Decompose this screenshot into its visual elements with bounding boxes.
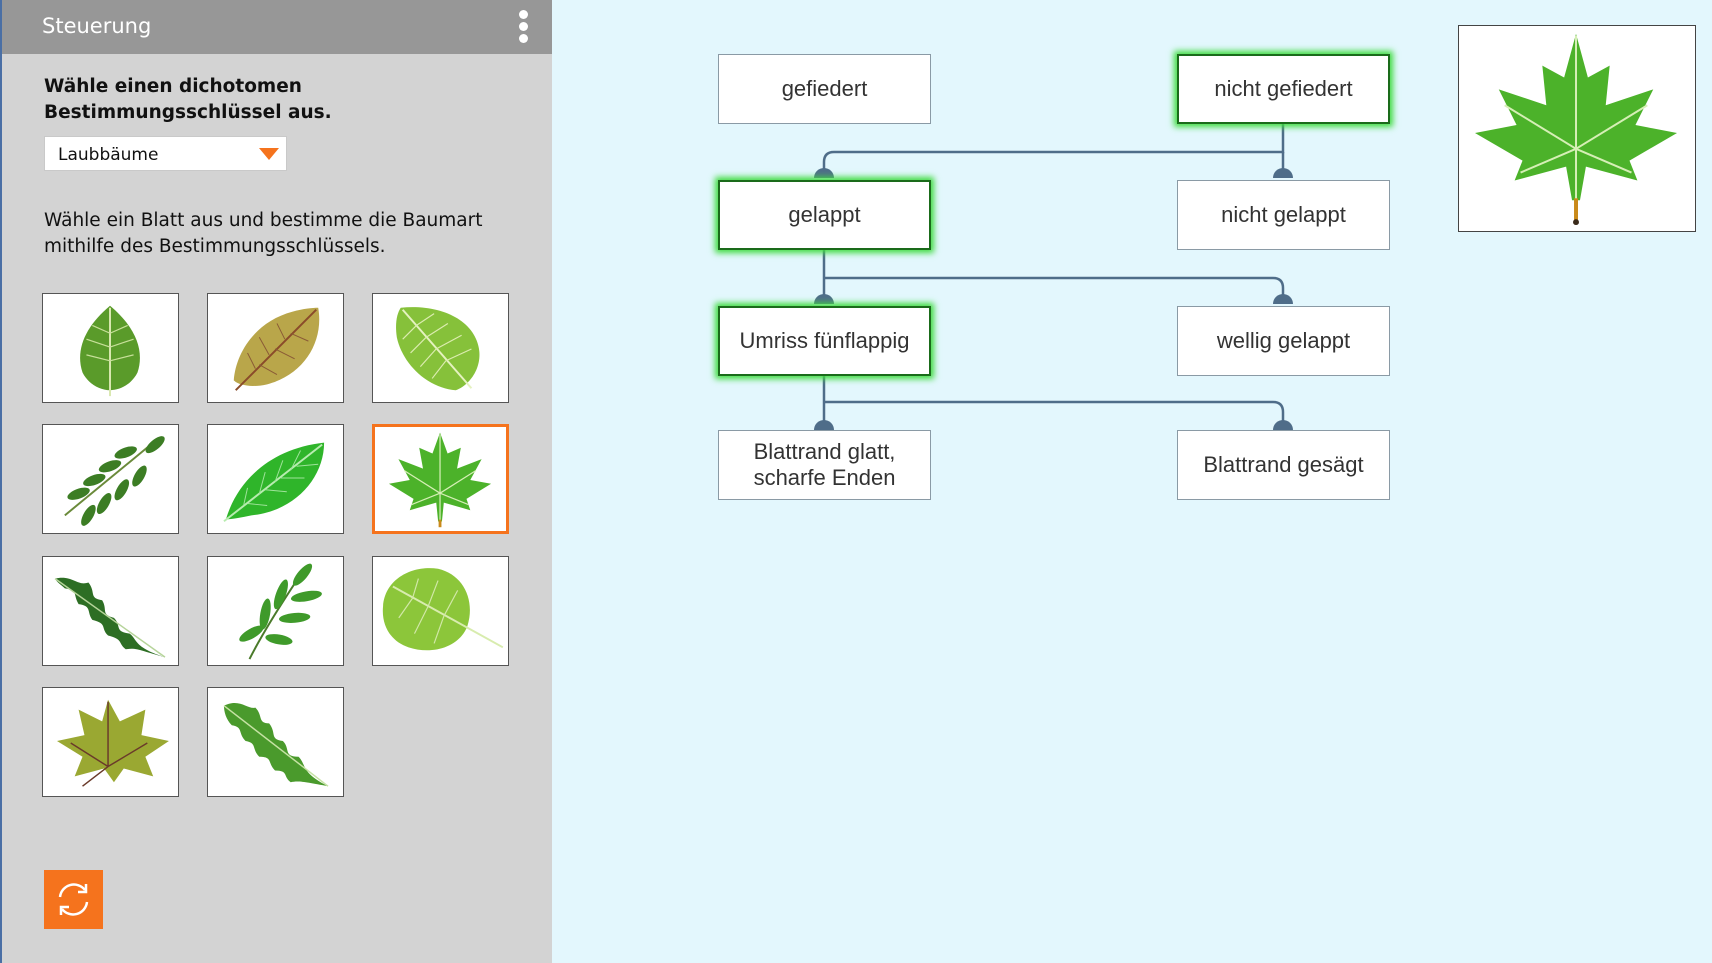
dropdown-arrow-icon (259, 148, 279, 160)
leaf-tile-hornbeam[interactable] (372, 293, 509, 403)
beech-leaf-icon (233, 307, 320, 391)
leaf-tile-ash[interactable] (207, 556, 344, 666)
leaf-tile-beech-brown[interactable] (207, 293, 344, 403)
linden-leaf-icon (382, 568, 504, 651)
more-vertical-icon[interactable] (517, 10, 529, 48)
key-node-nicht-gefiedert[interactable]: nicht gefiedert (1177, 54, 1390, 124)
key-node-nicht-gelappt[interactable]: nicht gelappt (1177, 180, 1390, 250)
leaf-tile-sycamore[interactable] (42, 687, 179, 797)
oak-leaf-icon (54, 577, 166, 658)
key-select[interactable]: Laubbäume (44, 136, 287, 171)
selected-leaf-preview (1458, 25, 1696, 232)
leaf-tile-birch[interactable] (42, 293, 179, 403)
leaf-tile-linden[interactable] (372, 556, 509, 666)
leaf-instruction: Wähle ein Blatt aus und bestimme die Bau… (44, 210, 483, 257)
panel-header: Steuerung (2, 0, 552, 54)
leaf-tile-maple[interactable] (372, 424, 509, 534)
hornbeam-leaf-icon (396, 307, 480, 391)
maple-leaf-icon (1474, 33, 1678, 226)
key-node-blattrand-glatt[interactable]: Blattrand glatt, scharfe Enden (718, 430, 931, 500)
rowan-leaf-icon (64, 436, 165, 526)
panel-title: Steuerung (42, 14, 152, 38)
beech-leaf-green-icon (223, 442, 325, 522)
reset-button[interactable] (44, 870, 103, 929)
birch-leaf-icon (80, 305, 140, 397)
key-node-gefiedert[interactable]: gefiedert (718, 54, 931, 124)
control-panel: Steuerung Wähle einen dichotomen Bestimm… (0, 0, 552, 963)
refresh-icon (58, 883, 89, 916)
key-node-gelappt[interactable]: gelappt (718, 180, 931, 250)
leaf-tile-beech-green[interactable] (207, 424, 344, 534)
sycamore-leaf-icon (56, 699, 169, 787)
ash-leaf-icon (239, 563, 322, 660)
maple-leaf-icon (388, 432, 492, 528)
key-select-value: Laubbäume (58, 145, 159, 165)
leaf-tile-oak-green[interactable] (207, 687, 344, 797)
key-heading: Wähle einen dichotomen Bestimmungsschlüs… (44, 76, 332, 123)
leaf-tile-rowan[interactable] (42, 424, 179, 534)
key-node-wellig-gelappt[interactable]: wellig gelappt (1177, 306, 1390, 376)
key-node-blattrand-gesaegt[interactable]: Blattrand gesägt (1177, 430, 1390, 500)
oak-leaf-green-icon (223, 702, 329, 787)
key-node-umriss-fuenflappig[interactable]: Umriss fünflappig (718, 306, 931, 376)
leaf-tile-oak-dark[interactable] (42, 556, 179, 666)
